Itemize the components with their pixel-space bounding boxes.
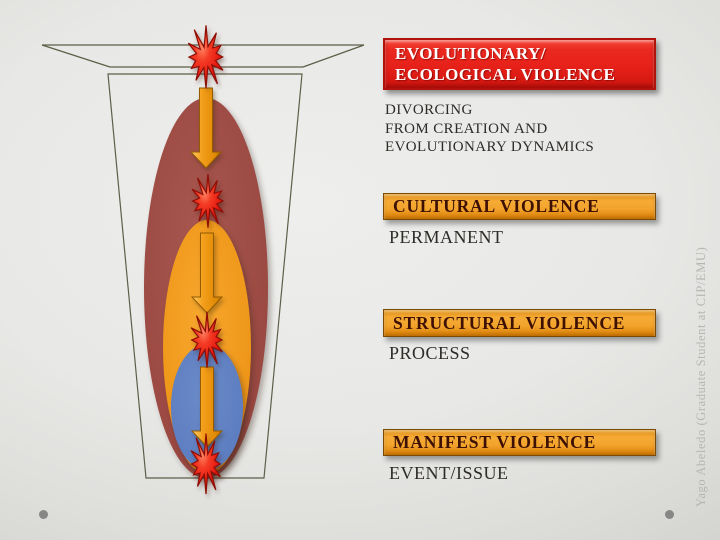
down-arrow-icon-3 bbox=[190, 366, 224, 448]
evolutionary-desc-line3: EVOLUTIONARY DYNAMICS bbox=[385, 139, 595, 155]
funnel-rim-left-line bbox=[41, 44, 111, 68]
starburst-icon-2 bbox=[191, 173, 225, 228]
funnel-diagram bbox=[41, 25, 365, 495]
funnel-rim-right-line bbox=[302, 44, 365, 68]
evolutionary-description: DIVORCING FROM CREATION AND EVOLUTIONARY… bbox=[385, 101, 594, 157]
slide-corner-dot-left bbox=[39, 510, 48, 519]
cultural-violence-banner: CULTURAL VIOLENCE bbox=[383, 193, 656, 220]
down-arrow-icon-2 bbox=[190, 232, 224, 314]
starburst-icon-3 bbox=[190, 311, 224, 368]
evolutionary-violence-banner: EVOLUTIONARY/ ECOLOGICAL VIOLENCE bbox=[383, 38, 656, 90]
cultural-descriptor: PERMANENT bbox=[389, 227, 504, 247]
structural-banner-label: STRUCTURAL VIOLENCE bbox=[393, 312, 626, 333]
evolutionary-desc-line2: FROM CREATION AND bbox=[385, 120, 548, 137]
author-credit-vertical: Yago Abeledo (Graduate Student at CIP/EM… bbox=[694, 246, 708, 507]
evolutionary-banner-line2: ECOLOGICAL VIOLENCE bbox=[395, 65, 616, 84]
structural-descriptor: PROCESS bbox=[389, 343, 471, 363]
evolutionary-desc-line1: DIVORCING bbox=[385, 102, 473, 118]
manifest-descriptor: EVENT/ISSUE bbox=[389, 463, 509, 483]
manifest-violence-banner: MANIFEST VIOLENCE bbox=[383, 429, 656, 456]
cultural-banner-label: CULTURAL VIOLENCE bbox=[393, 196, 600, 216]
manifest-banner-label: MANIFEST VIOLENCE bbox=[393, 432, 597, 452]
structural-violence-banner: STRUCTURAL VIOLENCE bbox=[383, 309, 656, 337]
funnel-body-outline bbox=[107, 73, 303, 479]
down-arrow-icon-1 bbox=[189, 87, 223, 169]
evolutionary-banner-line1: EVOLUTIONARY/ bbox=[395, 44, 547, 63]
slide-corner-dot-right bbox=[665, 510, 674, 519]
starburst-icon-1 bbox=[187, 25, 224, 89]
starburst-icon-4 bbox=[190, 433, 222, 495]
